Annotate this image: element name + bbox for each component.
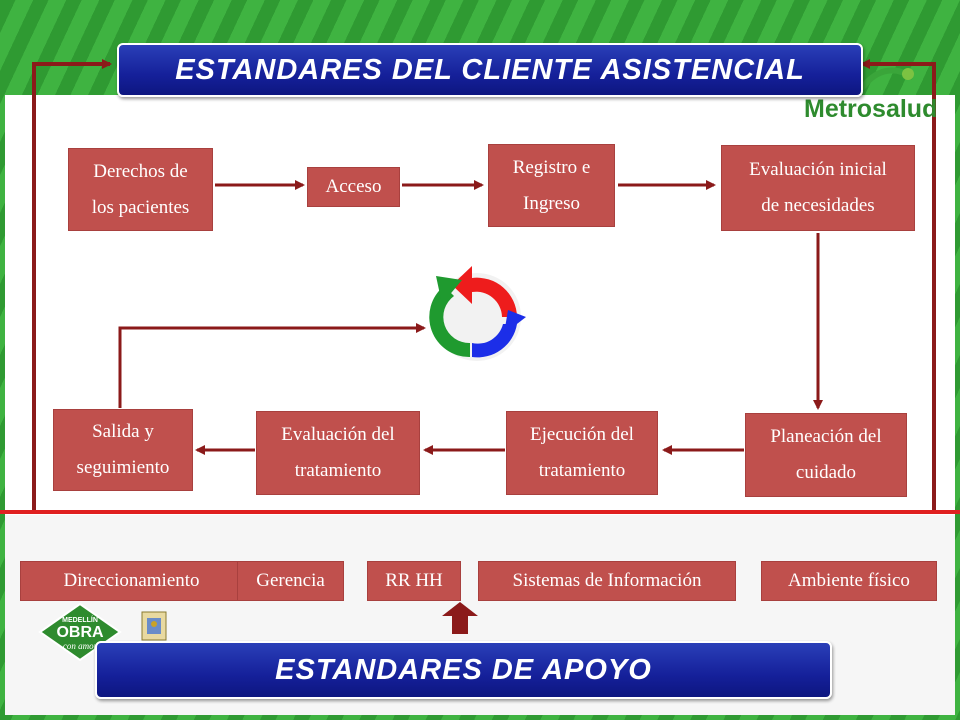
coat-of-arms-icon (141, 611, 167, 641)
left-feedback-line (32, 59, 112, 512)
right-feedback-line (860, 59, 936, 512)
support-sistemas: Sistemas de Información (478, 561, 736, 601)
badge-line1: MEDELLÍN (62, 615, 98, 624)
support-rrhh: RR HH (367, 561, 461, 601)
metrosalud-logo: Metrosalud (804, 95, 938, 123)
up-arrow-icon (442, 602, 478, 634)
support-ambiente: Ambiente físico (761, 561, 937, 601)
badge-line2: OBRA (56, 624, 104, 641)
metrosalud-swoosh-icon (860, 67, 914, 90)
client-standards-title: ESTANDARES DEL CLIENTE ASISTENCIAL (117, 43, 863, 97)
cycle-arrows-icon (429, 266, 526, 361)
support-standards-title-text: ESTANDARES DE APOYO (275, 653, 652, 686)
arrow-salida-cycle (118, 323, 426, 408)
support-direccionamiento: Direccionamiento (20, 561, 243, 601)
box-acceso: Acceso (307, 167, 400, 207)
client-standards-title-text: ESTANDARES DEL CLIENTE ASISTENCIAL (175, 53, 805, 86)
support-standards-title: ESTANDARES DE APOYO (95, 641, 832, 699)
support-gerencia: Gerencia (237, 561, 344, 601)
badge-line3: con amor (63, 641, 98, 651)
